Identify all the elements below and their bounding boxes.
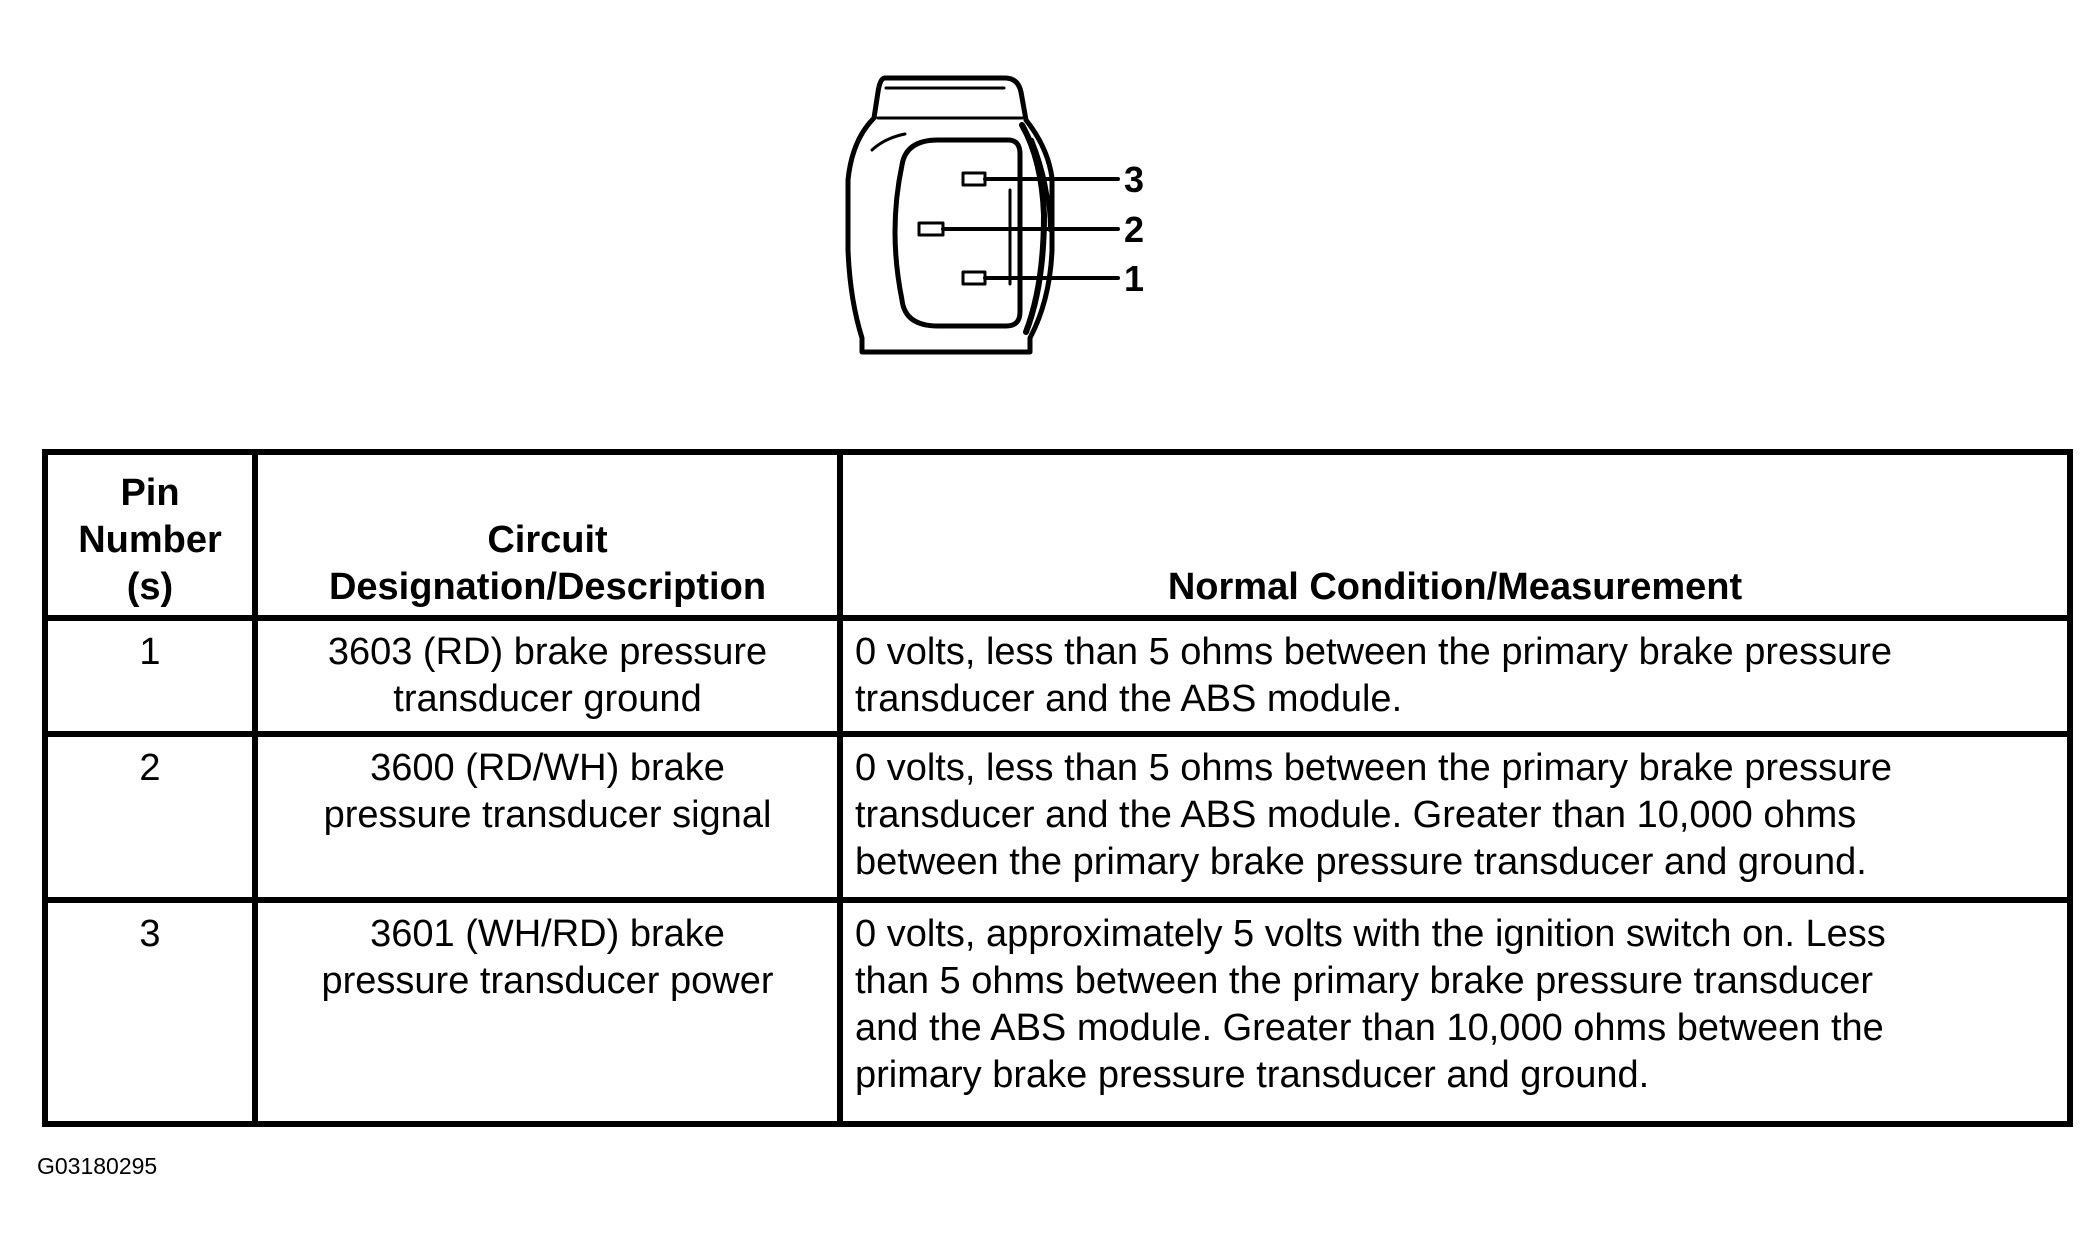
table-row: 1 3603 (RD) brake pressure transducer gr… (42, 615, 2073, 737)
table-header-row: Pin Number (s) Circuit Designation/Descr… (42, 449, 2073, 621)
cell-pin: 1 (42, 615, 258, 737)
cell-circuit: 3603 (RD) brake pressure transducer grou… (252, 615, 843, 737)
cell-condition: 0 volts, approximately 5 volts with the … (837, 897, 2073, 1127)
cell-condition: 0 volts, less than 5 ohms between the pr… (837, 615, 2073, 737)
connector-housing-outer (845, 75, 1055, 355)
pin-3-terminal (961, 171, 987, 187)
header-pin-number: Pin Number (s) (42, 449, 258, 621)
pin-1-terminal (961, 270, 987, 286)
pin-1-label: 1 (1124, 258, 1144, 299)
connector-diagram: 3 2 1 (845, 75, 1144, 355)
connector-latch (876, 86, 1024, 120)
cell-pin: 2 (42, 731, 258, 903)
pin-table: Pin Number (s) Circuit Designation/Descr… (42, 449, 2073, 1127)
cell-condition: 0 volts, less than 5 ohms between the pr… (837, 731, 2073, 903)
table-row: 2 3600 (RD/WH) brake pressure transducer… (42, 731, 2073, 903)
cell-circuit: 3600 (RD/WH) brake pressure transducer s… (252, 731, 843, 903)
pin-2-label: 2 (1124, 209, 1144, 250)
figure-id: G03180295 (37, 1153, 158, 1179)
header-circuit: Circuit Designation/Description (252, 449, 843, 621)
pin-2-terminal (917, 221, 945, 237)
table-row: 3 3601 (WH/RD) brake pressure transducer… (42, 897, 2073, 1127)
connector-face (892, 137, 1023, 329)
cell-circuit: 3601 (WH/RD) brake pressure transducer p… (252, 897, 843, 1127)
header-condition: Normal Condition/Measurement (837, 449, 2073, 621)
pin-3-label: 3 (1124, 159, 1144, 200)
cell-pin: 3 (42, 897, 258, 1127)
